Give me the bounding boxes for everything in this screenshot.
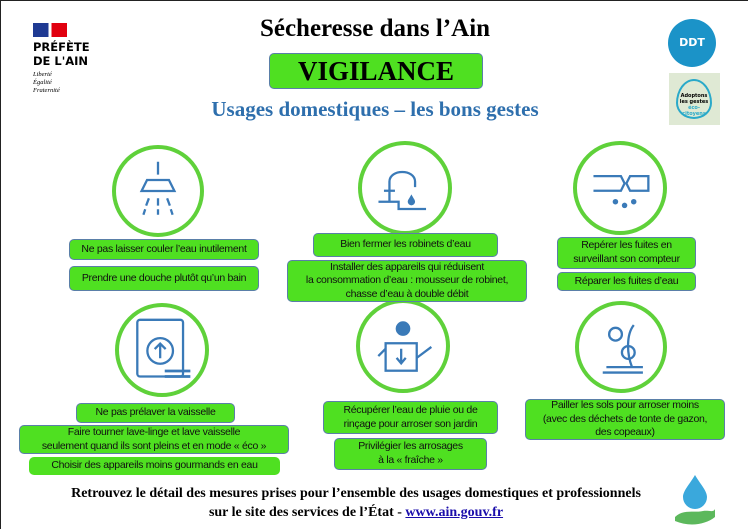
motto-liberte: Liberté xyxy=(33,71,52,78)
tip-mulch: Pailler les sols pour arroser moins(avec… xyxy=(525,399,725,440)
leaking-pipe-icon xyxy=(573,141,667,235)
page-title: Sécheresse dans l’Ain xyxy=(259,15,491,42)
subtitle: Usages domestiques – les bons gestes xyxy=(211,97,539,121)
logo-line1: PRÉFÈTE xyxy=(33,40,90,54)
tip-no-running-water: Ne pas laisser couler l’eau inutilement xyxy=(69,239,259,260)
vigilance-badge: VIGILANCE xyxy=(269,53,483,89)
motto-fraternite: Fraternité xyxy=(33,87,60,95)
tip-repair-leaks: Réparer les fuites d’eau xyxy=(557,272,696,291)
footer-line2: sur le site des services de l’État - xyxy=(208,505,406,520)
tap-icon xyxy=(358,141,452,235)
shower-icon xyxy=(112,145,204,237)
ddt-logo: DDT xyxy=(668,19,716,67)
hand-water-drop-icon xyxy=(673,473,717,525)
mulch-plant-icon xyxy=(575,301,667,393)
tip-full-loads-eco: Faire tourner lave-linge et lave vaissel… xyxy=(19,425,289,454)
tip-close-taps: Bien fermer les robinets d’eau xyxy=(313,233,498,257)
prefecture-logo: PRÉFÈTE DE L'AIN Liberté Égalité Fratern… xyxy=(33,23,90,95)
washing-machine-icon xyxy=(115,303,209,397)
footer-text: Retrouvez le détail des mesures prises p… xyxy=(1,484,711,522)
tip-efficient-appliances: Choisir des appareils moins gourmands en… xyxy=(29,457,280,475)
website-link[interactable]: www.ain.gouv.fr xyxy=(405,505,504,520)
flag-icon xyxy=(33,23,67,37)
watering-can-icon xyxy=(356,299,450,393)
tip-no-prewash: Ne pas prélaver la vaisselle xyxy=(76,403,235,423)
logo-line2: DE L'AIN xyxy=(33,54,89,68)
footer-line1: Retrouvez le détail des mesures prises p… xyxy=(71,486,641,501)
motto-egalite: Égalité xyxy=(33,79,52,87)
tip-shower-not-bath: Prendre une douche plutôt qu’un bain xyxy=(69,266,259,291)
